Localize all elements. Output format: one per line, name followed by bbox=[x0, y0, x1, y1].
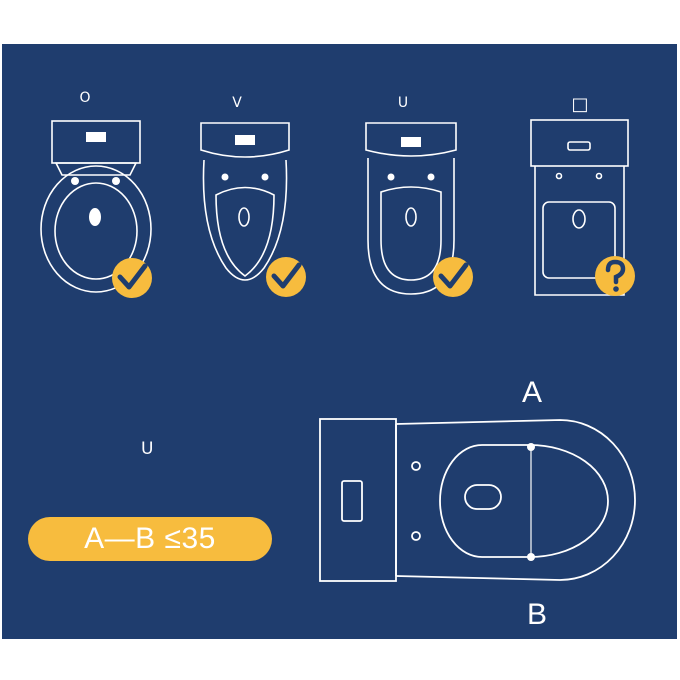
v-hole-left bbox=[221, 173, 229, 181]
check-icon bbox=[433, 257, 473, 297]
o-shape-toilet bbox=[40, 120, 152, 293]
square-hole-right bbox=[595, 172, 603, 180]
point-b-label: B bbox=[527, 598, 548, 631]
point-a-dot bbox=[527, 443, 535, 451]
topview-hole-top bbox=[411, 461, 421, 471]
point-b-dot bbox=[527, 553, 535, 561]
square-hole-left bbox=[555, 172, 563, 180]
v-shape-toilet bbox=[200, 122, 290, 281]
o-bowl-inner bbox=[54, 182, 138, 280]
u-bowl-inner bbox=[380, 186, 442, 281]
o-tank-base bbox=[54, 162, 138, 176]
v-tank bbox=[200, 122, 290, 158]
v-bowl-inner bbox=[215, 186, 275, 277]
point-a-label: A bbox=[522, 376, 543, 409]
u-drain bbox=[405, 207, 417, 227]
square-shape-toilet bbox=[530, 119, 629, 296]
square-flush-button bbox=[567, 141, 591, 151]
u-tank bbox=[365, 122, 457, 157]
shape-label-square: □ bbox=[571, 94, 589, 115]
o-bowl-outer bbox=[40, 165, 152, 293]
topview-hole-bottom bbox=[411, 531, 421, 541]
u-hole-left bbox=[387, 173, 395, 181]
topview-bowl-inner bbox=[439, 444, 609, 558]
measure-shape-label: U bbox=[141, 439, 154, 459]
topview-bowl-outer bbox=[395, 419, 636, 581]
square-bowl-inner bbox=[542, 201, 616, 279]
u-flush-button bbox=[401, 137, 421, 147]
v-hole-right bbox=[261, 173, 269, 181]
v-bowl-outer bbox=[202, 159, 288, 281]
shape-label-v: V bbox=[232, 95, 242, 111]
topview-flush-button bbox=[341, 480, 363, 522]
question-icon bbox=[595, 256, 635, 296]
check-icon bbox=[266, 257, 306, 297]
square-tank bbox=[530, 119, 629, 167]
v-drain bbox=[238, 207, 250, 227]
o-drain bbox=[89, 208, 101, 226]
square-bowl-outer bbox=[534, 166, 625, 296]
shape-label-u: U bbox=[397, 95, 409, 111]
square-drain bbox=[572, 209, 586, 229]
o-flush-button bbox=[86, 132, 106, 142]
check-icon bbox=[112, 258, 152, 298]
topview-drain bbox=[464, 484, 502, 510]
o-hole-right bbox=[112, 177, 120, 185]
u-hole-right bbox=[427, 173, 435, 181]
v-flush-button bbox=[235, 135, 255, 145]
u-shape-top-view bbox=[319, 418, 636, 582]
topview-tank bbox=[319, 418, 397, 582]
distance-formula-badge: A—B ≤35 bbox=[28, 517, 272, 561]
o-hole-left bbox=[71, 177, 79, 185]
shape-label-o: O bbox=[79, 90, 91, 106]
